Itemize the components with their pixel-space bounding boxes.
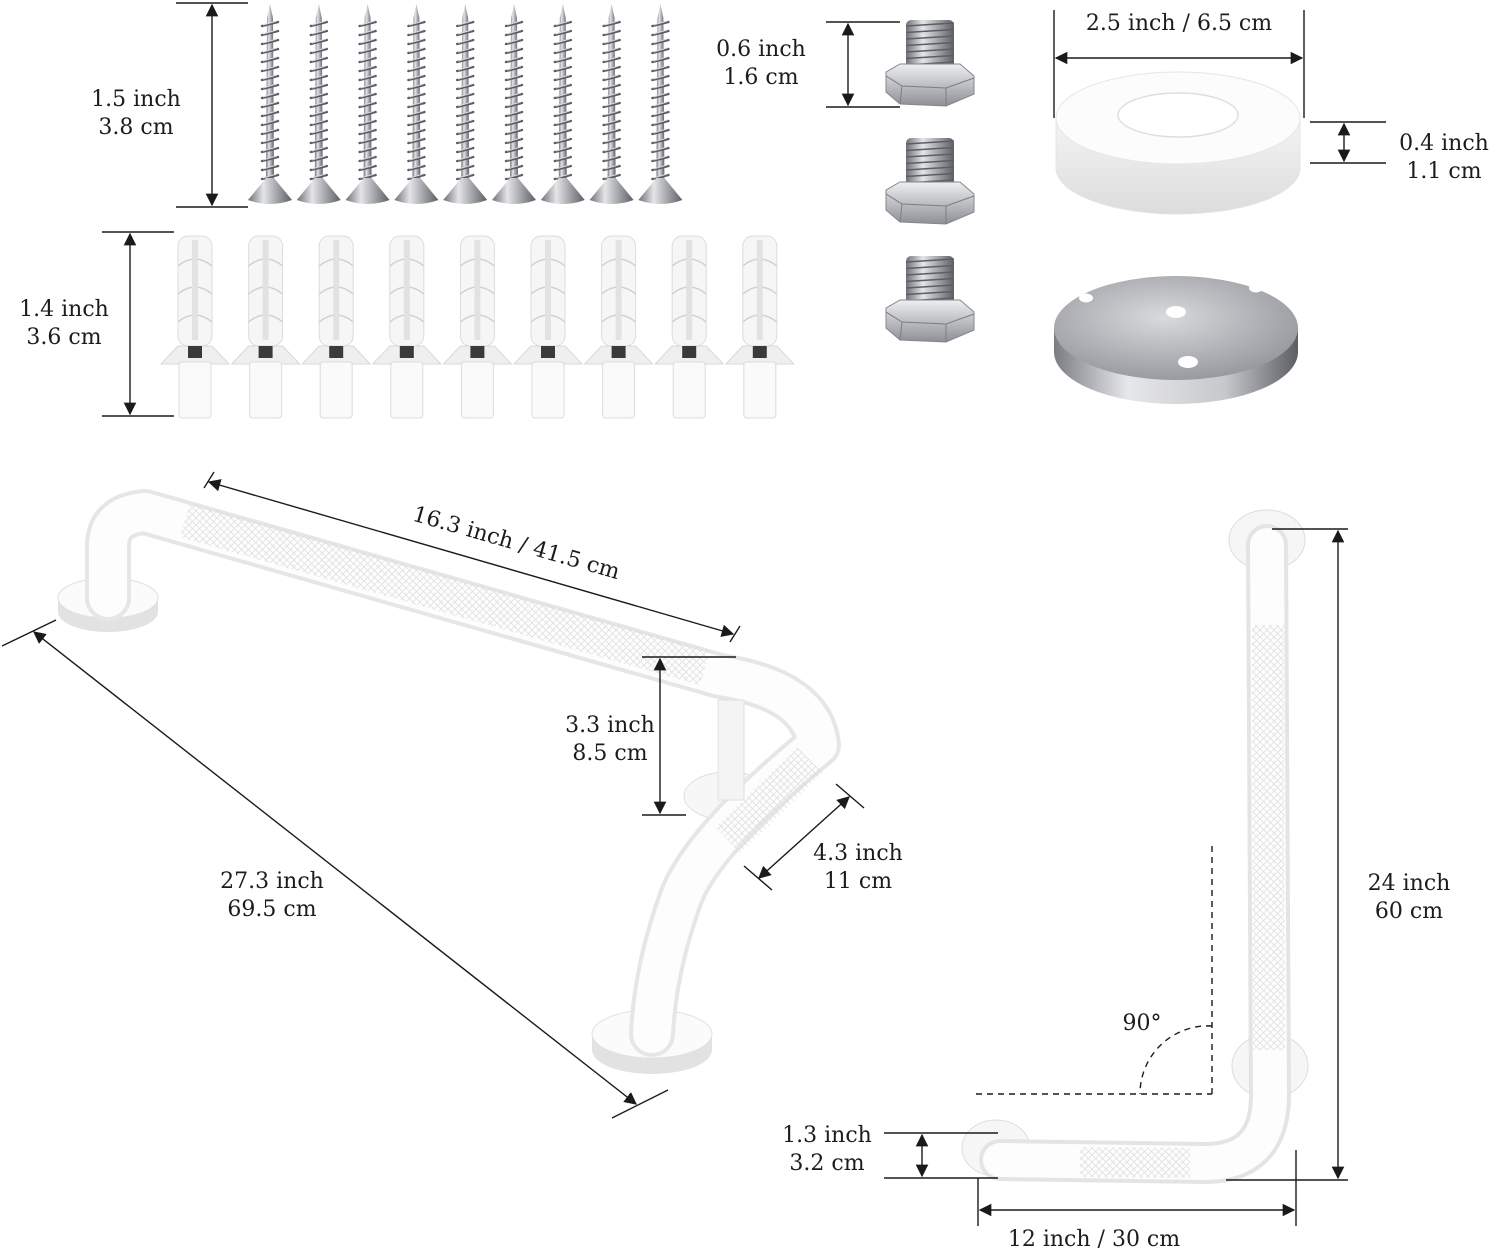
- anchor-length-cm: 3.6 cm: [26, 325, 102, 350]
- wall-anchor-icon: [371, 235, 442, 419]
- bar2-height-inch: 24 inch: [1367, 871, 1451, 896]
- bar2-projection-inch: 1.3 inch: [782, 1123, 872, 1148]
- cover-ring-dimensions: [1053, 10, 1386, 164]
- screw-icon: [589, 4, 634, 204]
- anchor-length-inch: 1.4 inch: [19, 297, 109, 322]
- wall-anchor-icon: [230, 235, 301, 419]
- bar1-depth-cm: 8.5 cm: [572, 741, 648, 766]
- screw-icon: [540, 4, 585, 204]
- bolt-length-cm: 1.6 cm: [723, 65, 799, 90]
- screw-icon: [296, 4, 341, 204]
- wall-anchor-icon: [583, 235, 654, 419]
- cover-ring-diameter-label: 2.5 inch / 6.5 cm: [1064, 10, 1294, 38]
- screw-icon: [443, 4, 488, 204]
- screw-length-label: 1.5 inch 3.8 cm: [76, 86, 196, 142]
- bar2-dimensions: [884, 528, 1348, 1226]
- cover-ring-icon: [1055, 71, 1301, 215]
- bar1-short-segment-label: 4.3 inch 11 cm: [800, 840, 916, 896]
- cover-ring-diameter: 2.5 inch / 6.5 cm: [1085, 11, 1273, 36]
- screw-length-cm: 3.8 cm: [98, 115, 174, 140]
- bar2-base-length-label: 12 inch / 30 cm: [996, 1226, 1192, 1254]
- l-shaped-grab-bar-icon: [961, 509, 1309, 1184]
- mounting-plate-icon: [1054, 276, 1298, 404]
- wall-anchor-icon: [301, 235, 372, 419]
- bar1-diagonal-cm: 69.5 cm: [227, 897, 317, 922]
- bar2-projection-cm: 3.2 cm: [789, 1151, 865, 1176]
- screw-icon: [394, 4, 439, 204]
- bar1-diagonal-inch: 27.3 inch: [220, 869, 324, 894]
- bar2-angle-label: 90°: [1112, 1010, 1172, 1038]
- screw-length-inch: 1.5 inch: [91, 87, 181, 112]
- screw-icon: [248, 4, 292, 204]
- hex-bolt-icon: [885, 20, 975, 107]
- bar2-height-cm: 60 cm: [1374, 899, 1444, 924]
- hex-bolts-group: [885, 20, 975, 343]
- bar1-short-inch: 4.3 inch: [813, 841, 903, 866]
- screw-icon: [638, 4, 683, 204]
- wall-anchors-group: [159, 235, 795, 419]
- bar1-depth-inch: 3.3 inch: [565, 713, 655, 738]
- anchor-length-dimension: [102, 231, 174, 417]
- angled-grab-bar-icon: [57, 489, 841, 1074]
- screw-icon: [345, 4, 390, 204]
- hex-bolt-icon: [885, 138, 975, 225]
- wall-anchor-icon: [724, 235, 795, 419]
- bolt-length-dimension: [826, 21, 900, 108]
- bar1-dimensions: [1, 471, 865, 1119]
- wall-anchor-icon: [512, 235, 584, 419]
- bar2-height-label: 24 inch 60 cm: [1358, 870, 1460, 926]
- wall-anchor-icon: [654, 235, 725, 419]
- cover-ring-height-inch: 0.4 inch: [1399, 131, 1489, 156]
- hex-bolt-icon: [885, 256, 975, 343]
- wall-anchor-icon: [159, 235, 231, 419]
- bar2-angle: 90°: [1122, 1011, 1162, 1036]
- bar2-base-length: 12 inch / 30 cm: [1007, 1227, 1181, 1252]
- screw-icon: [492, 4, 536, 204]
- wood-screws-group: [248, 4, 683, 204]
- bar2-projection-label: 1.3 inch 3.2 cm: [770, 1122, 884, 1178]
- bar1-diagonal-label: 27.3 inch 69.5 cm: [210, 868, 334, 924]
- bar1-depth-label: 3.3 inch 8.5 cm: [552, 712, 668, 768]
- cover-ring-height-cm: 1.1 cm: [1406, 159, 1482, 184]
- bolt-length-inch: 0.6 inch: [716, 37, 806, 62]
- bar1-short-cm: 11 cm: [823, 869, 893, 894]
- bolt-length-label: 0.6 inch 1.6 cm: [702, 36, 820, 92]
- cover-ring-height-label: 0.4 inch 1.1 cm: [1392, 130, 1496, 186]
- screw-length-dimension: [176, 2, 248, 208]
- wall-anchor-icon: [442, 235, 513, 419]
- anchor-length-label: 1.4 inch 3.6 cm: [4, 296, 124, 352]
